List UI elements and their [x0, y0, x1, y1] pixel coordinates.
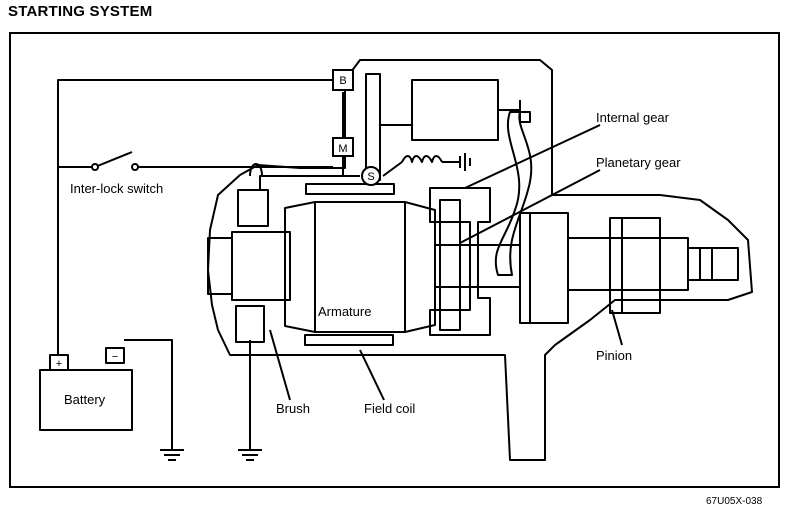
- internal-gear: [519, 212, 569, 324]
- interlock-switch-blade: [94, 151, 133, 168]
- coil-winding: [401, 155, 443, 163]
- label-armature: Armature: [318, 304, 371, 319]
- commutator: [231, 231, 291, 301]
- label-planetary-gear: Planetary gear: [596, 155, 681, 170]
- ground-brush: [238, 449, 262, 461]
- shift-lever: [494, 111, 533, 276]
- label-field-coil: Field coil: [364, 401, 415, 416]
- armature-core: [284, 201, 436, 333]
- label-interlock-switch: Inter-lock switch: [70, 181, 163, 196]
- wire-coil: [382, 161, 403, 177]
- diagram-title: STARTING SYSTEM: [8, 3, 153, 20]
- label-brush: Brush: [276, 401, 310, 416]
- pinion: [609, 217, 661, 314]
- wire-b-top: [57, 79, 333, 355]
- output-shaft: [567, 237, 689, 291]
- svg-text:S: S: [367, 171, 374, 183]
- svg-text:B: B: [339, 75, 346, 87]
- battery-positive-sign: +: [56, 358, 62, 370]
- solenoid-plate: [365, 73, 381, 181]
- terminal-s: S: [361, 166, 381, 186]
- diagram-frame: [9, 32, 780, 488]
- starter-housing: [207, 59, 753, 461]
- battery-pos-terminal: [49, 354, 69, 371]
- battery-neg-terminal: [105, 347, 125, 364]
- label-battery: Battery: [64, 392, 106, 407]
- label-pinion: Pinion: [596, 348, 632, 363]
- battery-body: [39, 369, 133, 431]
- wire-s-to-brush: [259, 175, 360, 190]
- brush-lower: [235, 305, 265, 343]
- solenoid-body: [411, 79, 499, 141]
- planetary-gear-set: [429, 187, 491, 336]
- brush-upper: [237, 189, 269, 227]
- terminal-b: B: [332, 69, 354, 91]
- field-coil-lower: [304, 334, 394, 346]
- ground-battery: [160, 449, 184, 461]
- planetary-gear-inner: [439, 199, 461, 331]
- battery-negative-sign: −: [112, 351, 118, 363]
- label-internal-gear: Internal gear: [596, 110, 670, 125]
- wire-m-loop: [249, 163, 263, 177]
- figure-code: 67U05X-038: [706, 496, 763, 507]
- wire-battery-neg: [124, 339, 173, 450]
- shaft-left: [207, 237, 233, 295]
- field-coil-upper: [305, 183, 395, 195]
- terminal-m: M: [332, 137, 354, 157]
- svg-text:M: M: [338, 143, 347, 155]
